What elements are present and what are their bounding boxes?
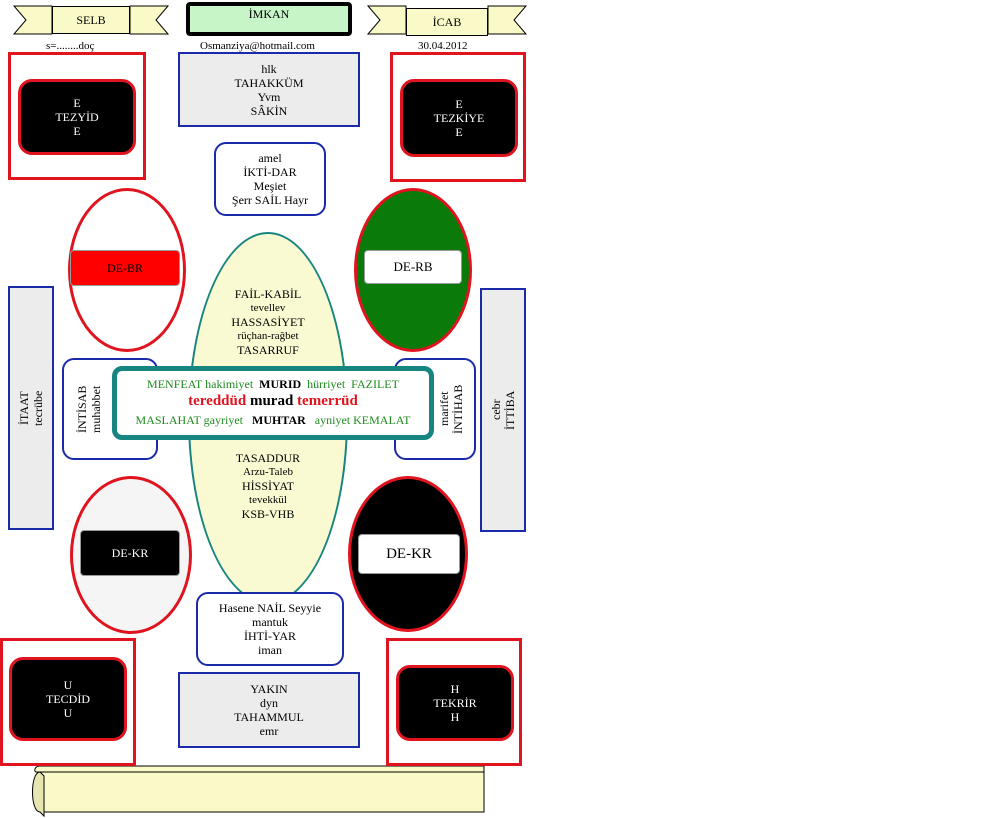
- center-title-label: İMKAN: [248, 7, 290, 21]
- lower-box: Hasene NAİL Seyyie mantuk İHTİ-YAR iman: [196, 592, 344, 666]
- left-column: İTAAT tecrübe: [8, 286, 54, 530]
- corner-top-right: E TEZKİYE E: [390, 52, 526, 182]
- right-banner: İCAB: [406, 8, 488, 36]
- left-ribbon-shape: [12, 5, 53, 35]
- right-banner-label: İCAB: [432, 14, 462, 29]
- corner-top-left: E TEZYİD E: [8, 52, 146, 180]
- oval-upper-left-label-box: DE-BR: [70, 250, 180, 286]
- oval-lower-left-label-box: DE-KR: [80, 530, 180, 576]
- center-row-1: MENFEAT hakimiyet MURID hürriyet FAZILET: [147, 377, 399, 391]
- right-ribbon-shape: [366, 5, 407, 35]
- oval-upper-right-label-box: DE-RB: [364, 250, 462, 284]
- corner-bottom-left-inner: U TECDİD U: [9, 657, 127, 741]
- top-center-box: hlk TAHAKKÜM Yvm SÂKİN: [178, 52, 360, 127]
- bottom-center-box: YAKIN dyn TAHAMMUL emr: [178, 672, 360, 748]
- left-banner-label: SELB: [76, 12, 106, 27]
- date-note: 30.04.2012: [418, 40, 468, 52]
- corner-top-right-inner: E TEZKİYE E: [400, 79, 518, 157]
- right-column: cebr İTTİBA: [480, 288, 526, 532]
- corner-bottom-left: U TECDİD U: [0, 638, 136, 766]
- center-box: MENFEAT hakimiyet MURID hürriyet FAZILET…: [112, 366, 434, 440]
- corner-top-left-inner: E TEZYİD E: [18, 79, 136, 155]
- corner-bottom-right-inner: H TEKRİR H: [396, 665, 514, 741]
- center-row-2: tereddüd murad temerrüd: [188, 393, 358, 409]
- amel-box: amel İKTİ-DAR Meşiet Şerr SAİL Hayr: [214, 142, 326, 216]
- bottom-scroll-left-curl: [32, 771, 45, 818]
- left-banner: SELB: [52, 6, 130, 34]
- center-row-3: MASLAHAT gayriyet MUHTAR ayniyet KEMALAT: [135, 413, 411, 427]
- central-ellipse-lower-text: TASADDUR Arzu-Taleb HİSSİYAT tevekkül KS…: [235, 451, 301, 521]
- right-ribbon-tail: [487, 5, 528, 35]
- oval-lower-right-label-box: DE-KR: [358, 534, 460, 574]
- left-note: s=........doç: [46, 40, 95, 52]
- bottom-scroll-top-curl: [34, 765, 485, 773]
- left-ribbon-tail: [129, 5, 170, 35]
- central-ellipse-upper-text: FAİL-KABİL tevellev HASSASİYET rüçhan-ra…: [231, 287, 305, 357]
- email-note: Osmanziya@hotmail.com: [200, 40, 315, 52]
- corner-bottom-right: H TEKRİR H: [386, 638, 522, 766]
- bottom-scroll-body: [39, 771, 485, 813]
- center-title: İMKAN: [186, 2, 352, 36]
